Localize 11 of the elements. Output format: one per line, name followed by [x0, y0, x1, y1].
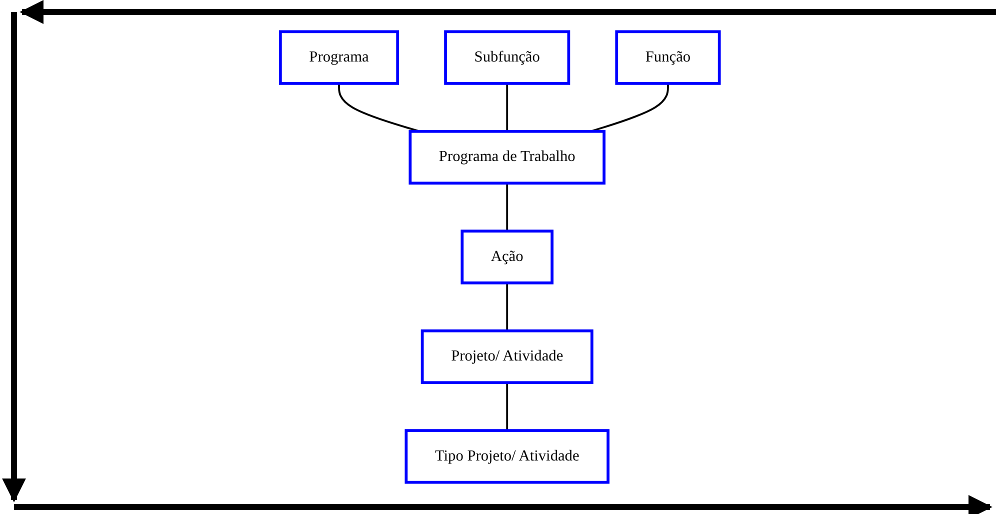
connector [506, 282, 508, 331]
node-box: Programa de Trabalho [408, 130, 606, 185]
connector [506, 382, 508, 431]
connector [506, 183, 508, 232]
node-box: Projeto/ Atividade [421, 329, 594, 384]
node-box: Subfunção [444, 30, 570, 85]
connector [506, 83, 508, 132]
node-box: Tipo Projeto/ Atividade [404, 429, 610, 484]
node-box: Função [615, 30, 721, 85]
node-box: Programa [279, 30, 400, 85]
node-box: Ação [460, 230, 554, 284]
